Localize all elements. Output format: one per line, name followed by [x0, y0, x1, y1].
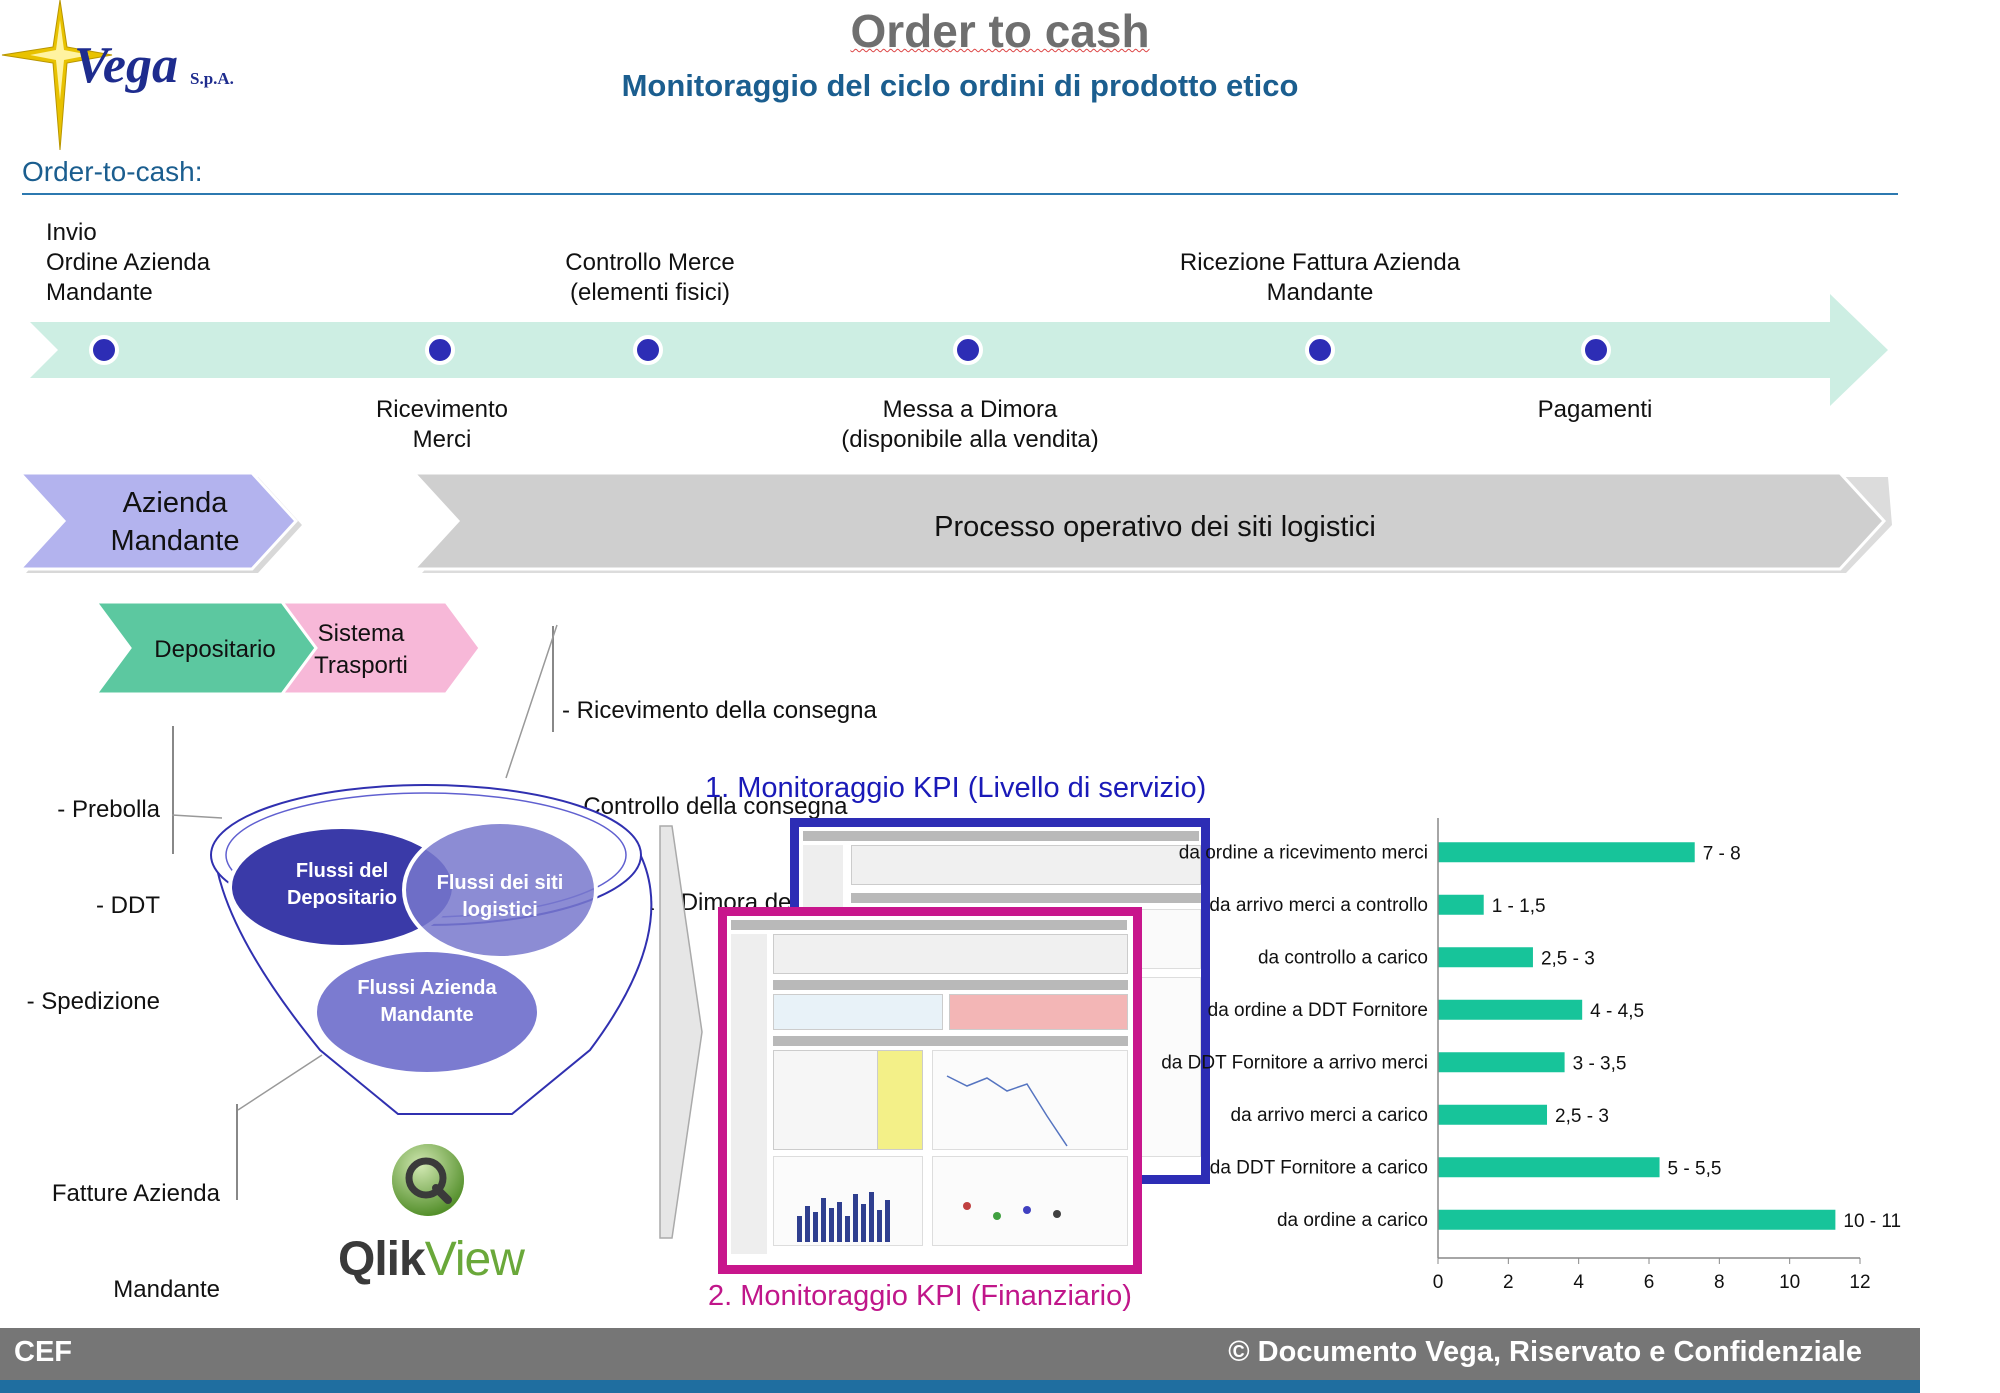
- chart-category-label: da ordine a carico: [1277, 1210, 1428, 1231]
- process-subchevrons: [93, 600, 482, 696]
- chart-data-label: 1 - 1,5: [1492, 896, 1546, 917]
- chevron-processo-label: Processo operativo dei siti logistici: [934, 511, 1376, 543]
- star-icon: [1, 0, 113, 151]
- chart-bar: [1438, 999, 1583, 1020]
- chart-x-tick-label: 4: [1573, 1272, 1584, 1293]
- chart-category-label: da ordine a ricevimento merci: [1179, 842, 1428, 863]
- process-chevrons: [16, 471, 1892, 573]
- flow-arrow: [659, 825, 703, 1239]
- chart-x-tick-label: 8: [1714, 1272, 1725, 1293]
- flussi-azienda-label: Flussi Azienda Mandante: [357, 977, 497, 1026]
- timeline-label-messa-dimora: Messa a Dimora (disponibile alla vendita…: [841, 396, 1099, 453]
- footer-bar: [0, 1328, 1920, 1380]
- chart-x-tick-label: 10: [1779, 1272, 1800, 1293]
- chart-category-label: da DDT Fornitore a carico: [1210, 1157, 1428, 1178]
- footer-strip: [0, 1380, 1920, 1393]
- chart-bar: [1438, 842, 1695, 863]
- chart-x-tick-label: 0: [1433, 1272, 1444, 1293]
- chart-data-label: 10 - 11: [1843, 1211, 1901, 1232]
- vega-logo: Vega S.p.A.: [0, 0, 250, 151]
- timeline-label-invio: Invio Ordine Azienda Mandante: [46, 219, 211, 306]
- flussi-siti-label: Flussi dei siti logistici: [436, 872, 564, 921]
- chevron-processo-operativo: [410, 471, 1887, 571]
- kpi-bar-chart: da ordine a ricevimento merci 7 - 8 da arr…: [1161, 818, 1901, 1293]
- section-label: Order-to-cash:: [22, 156, 203, 187]
- chart-data-label: 4 - 4,5: [1590, 1001, 1644, 1022]
- chart-x-tick-label: 2: [1503, 1272, 1514, 1293]
- flows-funnel: [171, 624, 653, 1115]
- timeline-arrow: [30, 294, 1888, 406]
- footer-left-label: CEF: [14, 1336, 72, 1368]
- page-title: Order to cash: [850, 5, 1150, 57]
- depositario-docs-list: - Prebolla - DDT - Spedizione: [26, 796, 160, 1015]
- depositario-label: Depositario: [154, 636, 276, 663]
- timeline-dot-5: [1305, 335, 1335, 365]
- timeline-label-ricezione-fattura: Ricezione Fattura Azienda Mandante: [1179, 249, 1461, 306]
- chart-bar: [1438, 1052, 1565, 1073]
- chart-bar: [1438, 1157, 1660, 1178]
- chart-category-label: da controllo a carico: [1258, 947, 1428, 968]
- fatture-bracket: [236, 1104, 238, 1200]
- chart-data-label: 5 - 5,5: [1668, 1158, 1722, 1179]
- kpi2-title: 2. Monitoraggio KPI (Finanziario): [708, 1280, 1132, 1312]
- chart-category-label: da arrivo merci a carico: [1231, 1105, 1428, 1126]
- bubble-flussi-siti: [402, 820, 598, 960]
- timeline-label-controllo: Controllo Merce (elementi fisici): [565, 249, 735, 306]
- chevron-azienda-label: Azienda Mandante: [110, 487, 240, 557]
- logo-text: Vega: [74, 37, 178, 94]
- fatture-label: Fatture Azienda Mandante: [51, 1180, 220, 1303]
- kpi-finance-screenshot: [718, 907, 1142, 1274]
- kpi1-title: 1. Monitoraggio KPI (Livello di servizio…: [705, 772, 1207, 804]
- chart-category-label: da DDT Fornitore a arrivo merci: [1161, 1052, 1428, 1073]
- chart-x-tick-label: 12: [1849, 1272, 1870, 1293]
- timeline-dot-4: [953, 335, 983, 365]
- chart-category-label: da arrivo merci a controllo: [1209, 895, 1428, 916]
- chart-bar: [1438, 1104, 1548, 1125]
- timeline-dot-6: [1581, 335, 1611, 365]
- chart-data-label: 2,5 - 3: [1541, 948, 1595, 969]
- timeline-dot-2: [425, 335, 455, 365]
- qlikview-wordmark: QlikView: [338, 1233, 525, 1286]
- chart-x-tick-label: 6: [1644, 1272, 1655, 1293]
- chart-bar: [1438, 947, 1533, 968]
- footer-copyright: © Documento Vega, Riservato e Confidenzi…: [1228, 1336, 1862, 1368]
- timeline-dot-1: [89, 335, 119, 365]
- sistema-trasporti-label: Sistema Trasporti: [314, 620, 408, 679]
- depositario-bracket: [172, 726, 174, 854]
- flussi-depositario-label: Flussi del Depositario: [286, 860, 398, 909]
- chevron-depositario: [93, 600, 318, 696]
- chevron-azienda-mandante: [16, 471, 299, 571]
- qlikview-icon: [392, 1144, 464, 1216]
- timeline-dot-3: [633, 335, 663, 365]
- page-subtitle: Monitoraggio del ciclo ordini di prodott…: [621, 68, 1299, 103]
- chart-bar: [1438, 1209, 1836, 1230]
- chart-category-label: da ordine a DDT Fornitore: [1208, 1000, 1428, 1021]
- chart-bar: [1438, 894, 1484, 915]
- chart-data-label: 3 - 3,5: [1573, 1053, 1627, 1074]
- chart-data-label: 2,5 - 3: [1555, 1106, 1609, 1127]
- timeline-label-pagamenti: Pagamenti: [1537, 396, 1653, 423]
- logistic-bracket: [552, 626, 554, 732]
- timeline-label-ricevimento: Ricevimento Merci: [375, 396, 509, 453]
- bubble-flussi-azienda: [313, 948, 541, 1076]
- chart-data-label: 7 - 8: [1703, 843, 1741, 864]
- section-divider: [22, 193, 1898, 195]
- logo-suffix: S.p.A.: [190, 69, 234, 88]
